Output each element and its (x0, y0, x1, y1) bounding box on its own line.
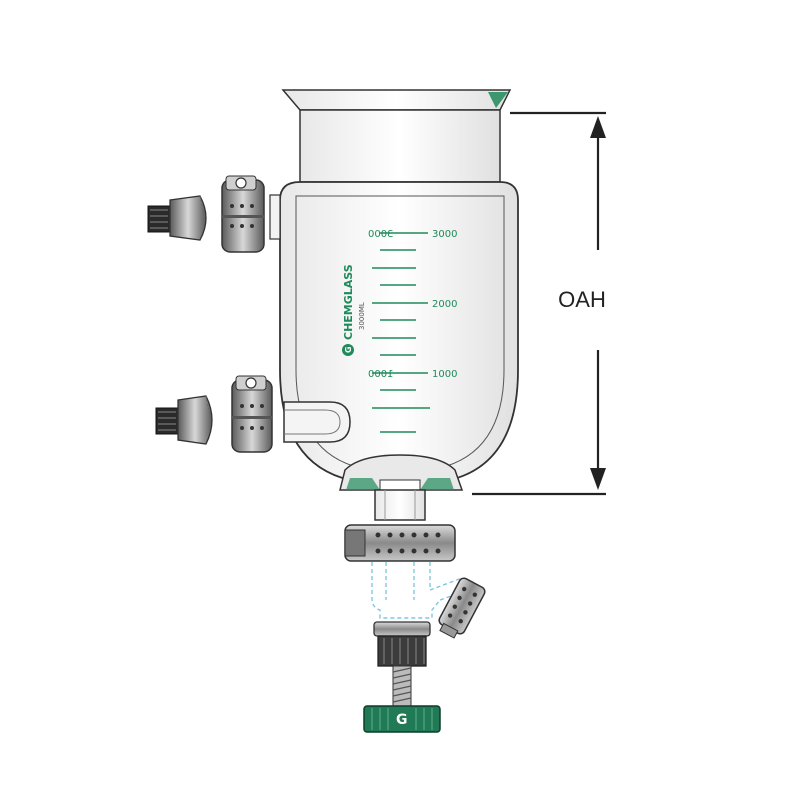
grad-label-left-1000: 1000 (368, 369, 393, 380)
graduation-marks (372, 232, 430, 433)
valve-side-clamp-icon (438, 577, 486, 639)
vessel-neck (299, 109, 501, 183)
graduation-labels: 3000 2000 1000 3000 1000 (368, 229, 457, 380)
dimension-label: OAH (558, 287, 606, 312)
valve-nut-icon (373, 621, 431, 667)
arrow-down-icon (590, 468, 606, 490)
brand-logo-icon (342, 344, 354, 356)
bottom-fitting (339, 454, 464, 521)
grad-label-right-1000: 1000 (432, 369, 457, 380)
upper-plug-icon (147, 195, 207, 241)
oah-dimension (472, 111, 606, 496)
grad-label-left-3000: 3000 (368, 229, 393, 240)
valve-knob-icon: G (363, 705, 441, 733)
brand-logo-letter: G (344, 346, 353, 353)
bottom-clamp-icon (344, 524, 456, 562)
capacity-label: 3000ML (358, 302, 366, 330)
brand-name: CHEMGLASS (342, 264, 355, 340)
brand-mark: G CHEMGLASS 3000ML (342, 264, 366, 356)
lower-plug-icon (155, 395, 213, 445)
jacket-port (283, 401, 351, 443)
upper-clamp-icon (221, 175, 265, 253)
knob-logo: G (396, 712, 408, 728)
valve-stem (392, 665, 412, 707)
grad-label-right-3000: 3000 (432, 229, 457, 240)
vessel-rim (281, 89, 512, 111)
lower-clamp-icon (231, 375, 273, 453)
grad-label-right-2000: 2000 (432, 299, 457, 310)
arrow-up-icon (590, 116, 606, 138)
